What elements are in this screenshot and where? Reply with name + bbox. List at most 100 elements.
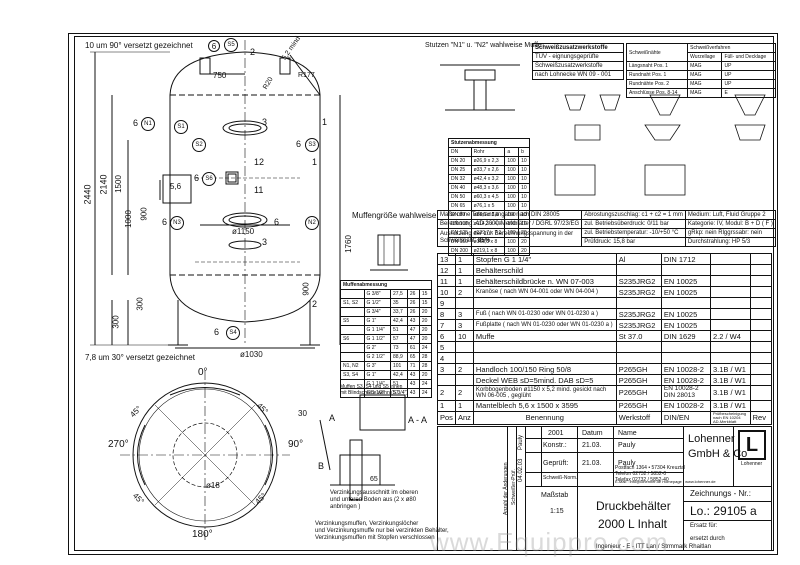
muffen-cell: G 1" — [363, 316, 391, 326]
nozzle-cell: 100 — [504, 165, 520, 175]
parts-material — [615, 341, 662, 353]
parts-cert — [709, 275, 751, 287]
specs-table: Maße ohne Toleranzangabe nach DIN 28005 … — [436, 210, 776, 247]
muffen-cell: 24 — [418, 343, 433, 353]
nozzle-cell: ø60,3 x 4,5 — [470, 192, 506, 202]
parts-cert — [709, 352, 751, 364]
weld-row-val: MAG — [687, 88, 723, 98]
nozzle-cell: DN 32 — [448, 174, 472, 184]
dim-900-left: 900 — [139, 207, 149, 221]
balloon-s1: S1 — [174, 120, 188, 134]
parts-cert — [709, 264, 751, 276]
parts-material: P265GH — [615, 374, 662, 386]
parts-norm: EN 10028-2 — [660, 374, 711, 386]
drawing-title-1: Druckbehälter — [596, 499, 671, 513]
title-date-header: Datum — [582, 430, 603, 437]
muffen-cell: 43 — [406, 316, 420, 326]
dim-300-a: 300 — [111, 315, 121, 329]
nozzle-cell: 10 — [518, 165, 530, 175]
muffen-cell: 42,4 — [390, 370, 408, 380]
muffen-cell: 26 — [406, 307, 420, 317]
parts-cert — [709, 319, 751, 331]
muffen-cell: 20 — [418, 307, 433, 317]
weld-row-val: MAG — [687, 61, 723, 71]
parts-qty: 2 — [454, 363, 474, 375]
label-6-n1: 6 — [133, 118, 139, 128]
label-2-bottom: 2 — [312, 299, 318, 309]
muffen-note-2: mit Blindscheibe wenn (S 3/4") — [340, 390, 408, 396]
parts-pos: 10 — [437, 286, 456, 298]
nozzle-cell: 10 — [518, 183, 530, 193]
label-2-top: 2 — [250, 47, 256, 57]
weld-material-row: TÜV - eignungsgeprüfte — [532, 52, 624, 62]
muffen-cell: 43 — [406, 379, 420, 389]
nozzle-cell: DN 50 — [448, 192, 472, 202]
weld-row-label: Längsnaht Pos. 1 — [625, 61, 689, 71]
replaced-by-label: ersetzt durch — [690, 536, 725, 542]
title-side-changes: Anzahl der Änderungen — [503, 462, 509, 515]
nozzle-cell: ø26,9 x 2,3 — [470, 156, 506, 166]
balloon-n3: N3 — [170, 216, 184, 230]
muffen-cell: 28 — [418, 361, 433, 371]
spec-tolerance: Maße ohne Toleranzangabe nach DIN 28005 — [436, 210, 583, 220]
parts-norm: EN 10028-2 DIN 28013 — [660, 385, 711, 401]
dim-1760: 1760 — [343, 235, 353, 253]
muffen-cell: N1, N2 — [340, 361, 365, 371]
parts-pos: 11 — [437, 275, 456, 287]
muffen-cell: 35 — [390, 298, 408, 308]
parts-name — [472, 297, 617, 309]
parts-cert — [709, 253, 751, 265]
label-6-n3: 6 — [162, 217, 168, 227]
note-bottom-3: Verzinkungsmuffen mit Stopfen verschloss… — [315, 535, 435, 541]
label-6-s3: 6 — [296, 139, 302, 149]
drawing-no: Lo.: 29105 a — [690, 504, 757, 518]
parts-row: 5 — [437, 341, 773, 353]
parts-name: Kranöse ( nach WN 04-001 oder WN 04-004 … — [472, 286, 617, 298]
parts-material — [615, 352, 662, 364]
company-address-1: Postfach 1364 • 57304 Kreuztal — [615, 465, 686, 471]
dim-750: 750 — [213, 71, 227, 80]
parts-rev — [749, 363, 773, 375]
balloon-s2: S2 — [192, 138, 206, 152]
muffen-cell: G 3" — [363, 361, 391, 371]
parts-norm: EN 10028-2 — [660, 399, 711, 412]
parts-name: Muffe — [472, 330, 617, 342]
parts-norm — [660, 264, 711, 276]
muffen-cell: 33,7 — [390, 307, 408, 317]
parts-qty: 1 — [454, 264, 474, 276]
muffen-cell: 28 — [418, 352, 433, 362]
weld-row-val: UP — [721, 70, 776, 80]
title-side-welder: Schweißer-Prüf. — [511, 469, 517, 505]
parts-header-pos: Pos — [437, 410, 456, 425]
parts-rev — [749, 297, 773, 309]
title-block — [437, 426, 772, 551]
muffen-cell: 15 — [418, 289, 433, 299]
parts-pos: 13 — [437, 253, 456, 265]
parts-material: S235JRG2 — [615, 319, 662, 331]
muffen-cell — [340, 307, 365, 317]
parts-pos: 8 — [437, 308, 456, 320]
dim-2140: 2140 — [98, 174, 109, 195]
watermark: www.Equippro.com — [430, 527, 669, 557]
label-3-top: 3 — [262, 117, 268, 127]
label-6-s4: 6 — [214, 327, 220, 337]
title-gepr-name: Pauly — [618, 460, 636, 467]
drawing-inner-frame — [74, 36, 774, 551]
parts-norm — [660, 341, 711, 353]
parts-name: Mantelblech 5,6 x 1500 x 3595 — [472, 399, 617, 412]
parts-material: Al — [615, 253, 662, 265]
parts-rev — [749, 264, 773, 276]
muffen-cell: 61 — [406, 343, 420, 353]
parts-qty: 3 — [454, 319, 474, 331]
